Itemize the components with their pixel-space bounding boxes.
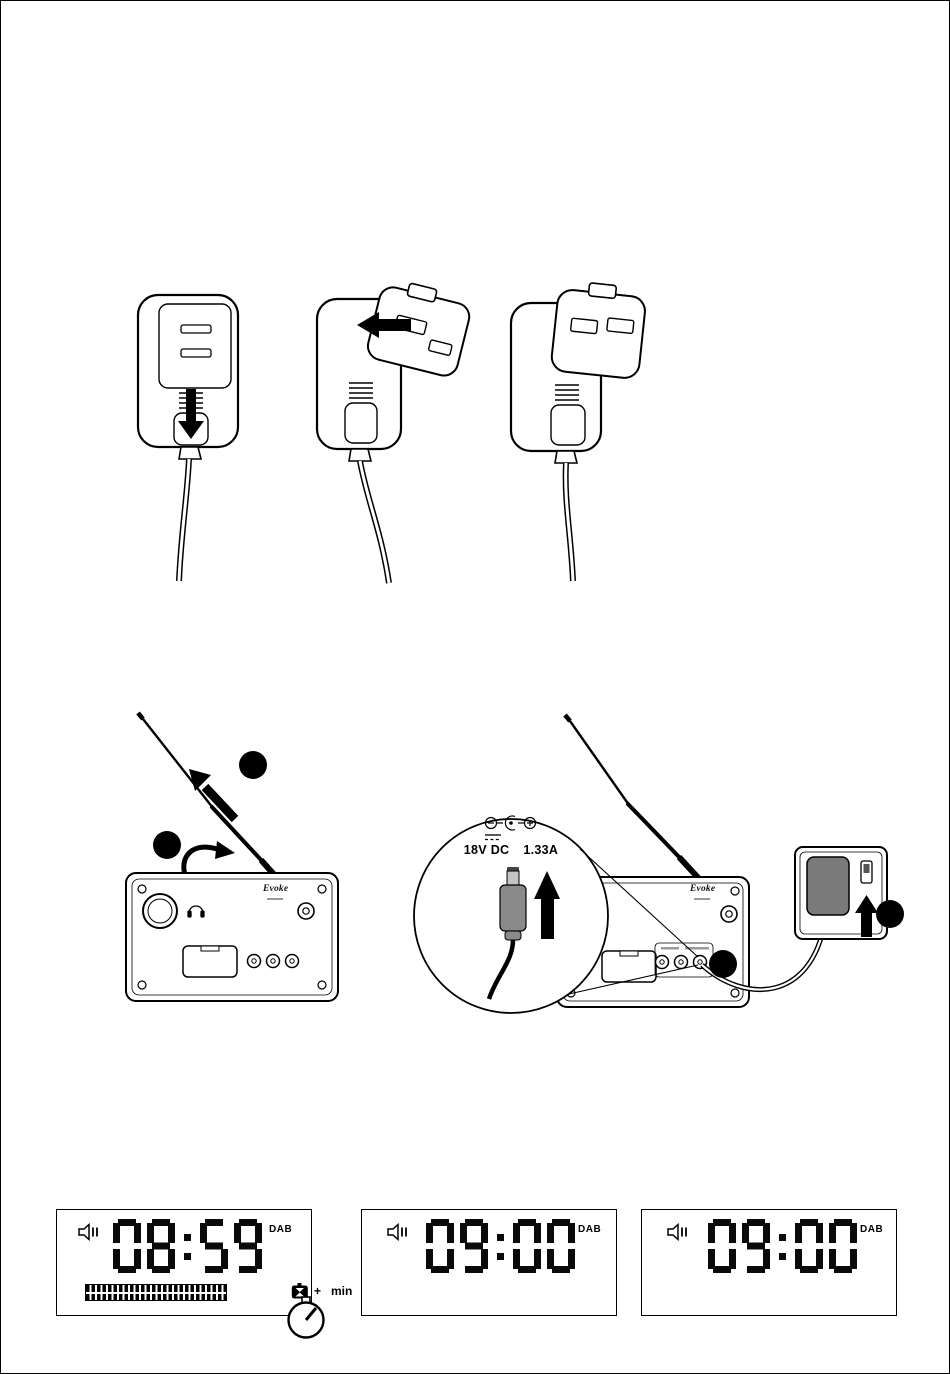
lcd-time <box>113 1219 262 1273</box>
slide-down-arrow-icon <box>178 389 204 439</box>
wall-socket-inner-line <box>799 851 883 935</box>
lcd-time <box>708 1219 857 1273</box>
slider-recess <box>550 404 586 446</box>
cable-neck <box>178 446 203 460</box>
brand-model-text <box>694 898 710 900</box>
figure-power-connection <box>413 713 904 1014</box>
power-rating-volts: 18V DC <box>463 843 510 857</box>
uk-plug-head <box>550 289 646 379</box>
switch-on-arrowhead <box>855 895 878 913</box>
magnifier-leader-line <box>568 964 699 995</box>
dc-plug-cable <box>486 939 516 1000</box>
timer-minutes-label: min <box>331 1284 353 1298</box>
dab-band-label: DAB <box>578 1224 602 1235</box>
antenna-segment <box>569 720 630 806</box>
battery-compartment-latch <box>619 950 639 957</box>
insert-plug-arrowhead <box>534 871 560 899</box>
step-marker <box>709 950 737 978</box>
faceplate-slot <box>180 348 212 358</box>
antenna-mount <box>720 905 738 923</box>
slider-ridges <box>555 384 579 401</box>
antenna-segment <box>209 804 265 864</box>
timer-plus-label: + <box>314 1284 322 1298</box>
lcd-display-2: DAB <box>361 1209 617 1316</box>
battery-compartment-latch <box>200 945 220 952</box>
lcd-display-1: DAB <box>56 1209 312 1316</box>
mains-adapter-plugged-in <box>806 856 850 916</box>
step-marker <box>153 831 181 859</box>
lcd-time <box>426 1219 575 1273</box>
dc-plug-body <box>499 884 527 932</box>
brand-model-text <box>267 898 283 900</box>
slider-recess <box>344 402 378 444</box>
cable-neck <box>554 450 579 464</box>
dc-plug-neck <box>504 930 522 941</box>
dc-polarity-symbol <box>484 815 537 831</box>
lcd-display-3: DAB <box>641 1209 897 1316</box>
radio-rear-inner-line <box>131 878 333 996</box>
antenna-tip <box>563 713 572 723</box>
antenna-mount-center <box>302 907 310 915</box>
rear-connectors <box>246 953 300 969</box>
switch-on-arrow-shaft <box>861 913 872 937</box>
uk-plug-earth-pin <box>587 282 618 300</box>
step-marker <box>239 751 267 779</box>
volume-icon <box>78 1222 98 1242</box>
uk-plug-pin <box>570 317 599 335</box>
connector-label-text <box>685 947 709 950</box>
magnifier-leader-line <box>579 848 699 958</box>
volume-icon <box>387 1222 407 1242</box>
brand-logo: Evoke <box>263 884 289 894</box>
figure-adapter-panel-3 <box>509 282 646 582</box>
power-cable-core <box>177 458 191 582</box>
headphones-icon <box>187 905 205 918</box>
signal-progress-bar <box>85 1284 227 1301</box>
figure-adapter-panel-2 <box>315 282 471 584</box>
attach-left-arrow-icon <box>357 312 411 338</box>
panel-screws <box>137 884 327 990</box>
adapter-faceplate <box>158 303 232 389</box>
power-cable-core <box>358 460 391 584</box>
extend-antenna-arrowhead <box>189 769 211 791</box>
radio-rear-panel <box>125 872 339 1002</box>
socket-switch-rocker <box>863 864 870 873</box>
antenna-segment <box>142 718 214 809</box>
antenna-tip <box>136 711 145 721</box>
dab-band-label: DAB <box>269 1224 293 1235</box>
slider-ridges <box>349 382 373 399</box>
uk-plug-earth-pin <box>406 282 438 303</box>
figure-antenna-setup <box>125 711 339 1002</box>
brand-logo: Evoke <box>690 884 716 894</box>
volume-icon <box>667 1222 687 1242</box>
antenna-mount <box>297 902 315 920</box>
stopwatch-icon <box>287 1296 325 1339</box>
dc-current-symbol <box>485 834 501 841</box>
power-rating-label: 18V DC 1.33A <box>431 843 591 857</box>
power-rating-amps: 1.33A <box>523 843 559 857</box>
uk-plug-pin <box>606 317 635 335</box>
insert-plug-arrow-shaft <box>541 899 554 939</box>
rear-connectors <box>654 954 708 970</box>
rotate-antenna-arrowhead <box>215 841 235 859</box>
antenna-mount-center <box>725 910 733 918</box>
antenna-segment <box>625 801 683 861</box>
rear-knob-inner <box>147 898 173 924</box>
dc-plug-barrel <box>506 870 520 886</box>
dab-band-label: DAB <box>860 1224 884 1235</box>
figure-adapter-panel-1 <box>136 293 240 582</box>
extend-antenna-arrow <box>201 783 239 823</box>
power-cable-core <box>564 462 575 582</box>
uk-plug-pin <box>428 339 453 356</box>
faceplate-slot <box>180 324 212 334</box>
connector-label-text <box>661 947 679 950</box>
step-marker <box>876 900 904 928</box>
cable-neck <box>348 448 373 462</box>
timer-key-icon <box>291 1283 308 1299</box>
